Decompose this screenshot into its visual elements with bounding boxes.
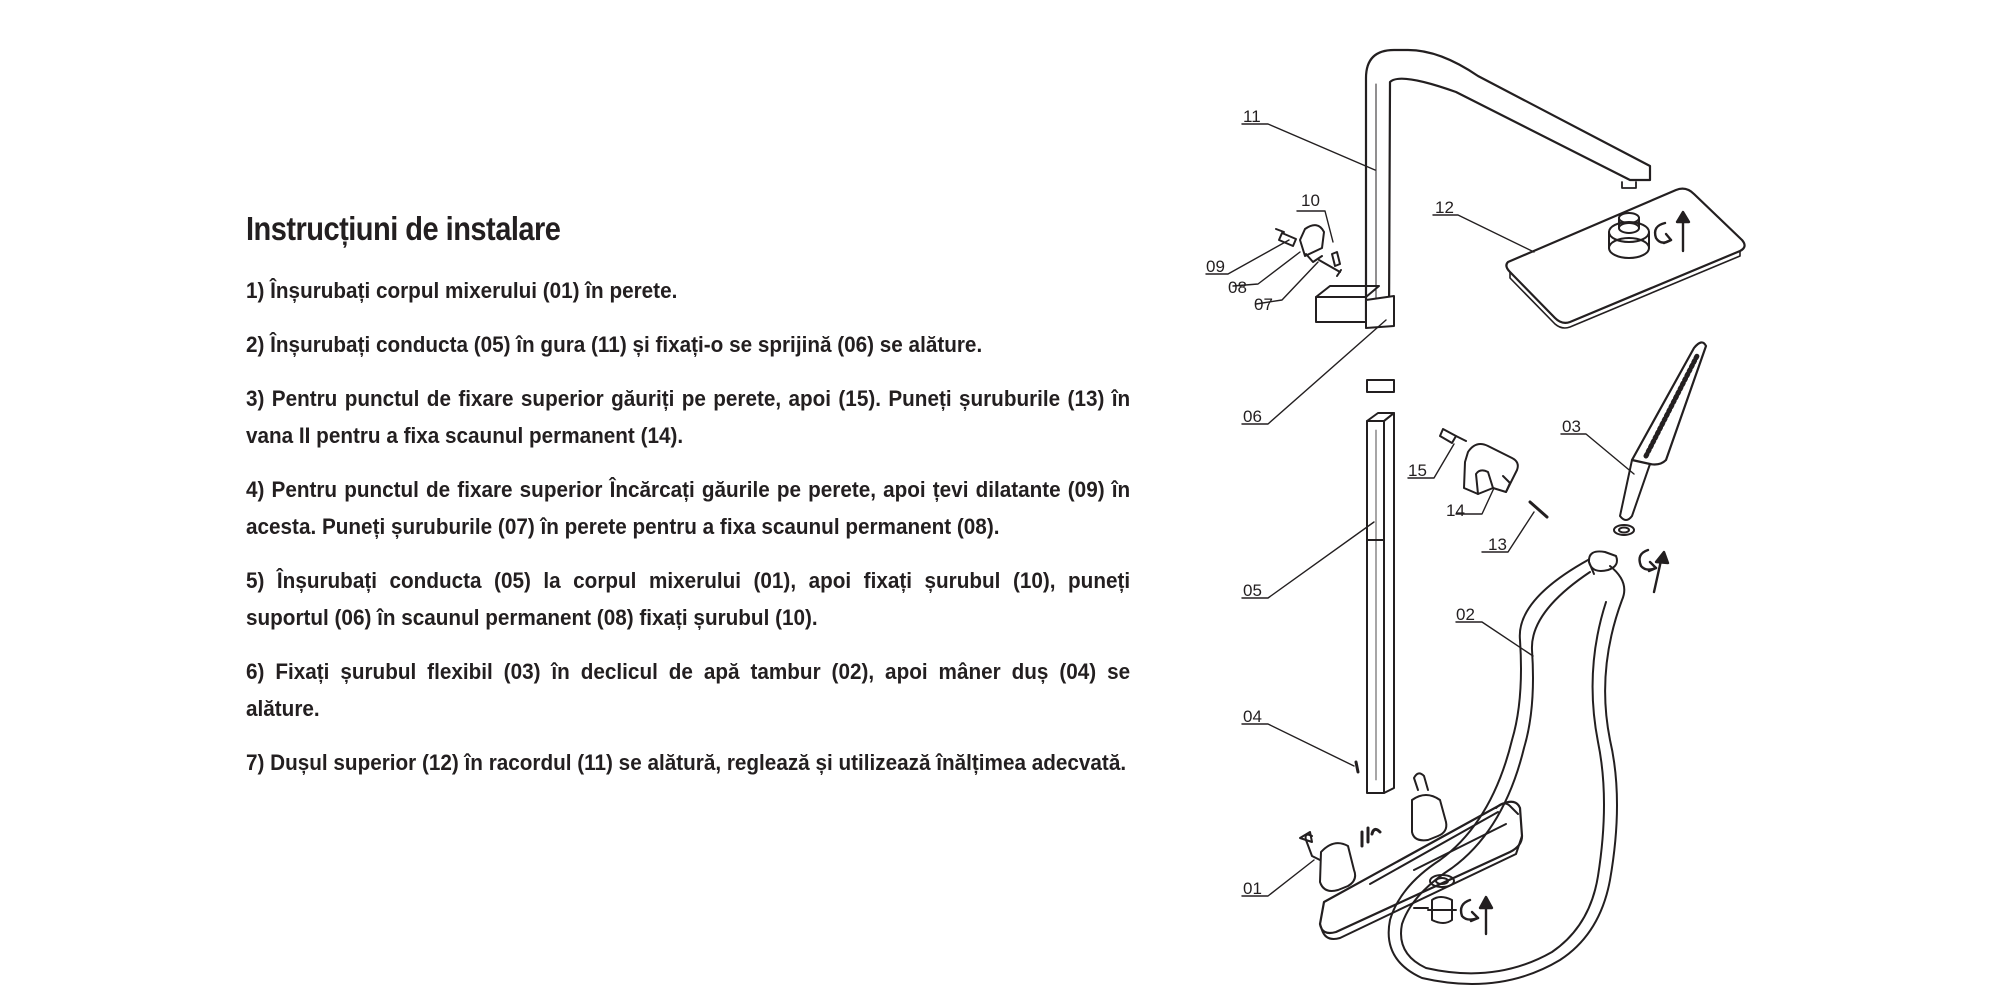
rotate-arrow-icon [1459,895,1494,936]
part-label-05: 05 [1243,581,1262,600]
wall-bracket-set [1275,224,1342,277]
flexible-hose [1387,550,1626,985]
part-label-13: 13 [1488,535,1507,554]
part-label-04: 04 [1243,707,1262,726]
thermostatic-mixer [1299,772,1524,940]
part-label-10: 10 [1301,191,1320,210]
leader-lines [1205,123,1635,897]
part-label-07: 07 [1254,295,1273,314]
rotate-arrow-icon [1638,548,1670,594]
installation-instructions: Instrucțiuni de instalare 1) Înșurubați … [246,210,1130,798]
part-label-15: 15 [1408,461,1427,480]
step-4: 4) Pentru punctul de fixare superior Înc… [246,477,1131,539]
step-7: 7) Dușul superior (12) în racordul (11) … [246,750,1127,775]
inlet-fitting [1427,874,1457,924]
rotate-arrow-icon [1653,210,1691,253]
part-label-02: 02 [1456,605,1475,624]
small-screw [1354,760,1360,774]
slide-holder [1315,285,1395,393]
hand-shower [1613,341,1708,536]
part-label-12: 12 [1435,198,1454,217]
part-label-09: 09 [1206,257,1225,276]
step-5: 5) Înșurubați conducta (05) la corpul mi… [246,568,1131,630]
part-label-06: 06 [1243,407,1262,426]
head-shower [1505,187,1746,329]
step-2: 2) Înșurubați conducta (05) în gura (11)… [246,332,983,357]
part-label-01: 01 [1243,879,1262,898]
step-3: 3) Pentru punctul de fixare superior gău… [246,386,1131,448]
part-label-11: 11 [1243,107,1261,126]
step-6: 6) Fixați șurubul flexibil (03) în decli… [246,659,1131,721]
handshower-holder-set [1439,428,1549,519]
part-label-14: 14 [1446,501,1465,520]
step-1: 1) Înșurubați corpul mixerului (01) în p… [246,278,678,303]
exploded-parts-diagram: 11 12 10 09 08 07 06 03 15 14 13 05 02 0… [1205,48,1746,985]
instructions-title: Instrucțiuni de instalare [246,210,561,247]
vertical-pipe [1366,412,1395,794]
part-label-03: 03 [1562,417,1581,436]
riser-pipe-arm [1364,48,1652,322]
part-label-08: 08 [1228,278,1247,297]
